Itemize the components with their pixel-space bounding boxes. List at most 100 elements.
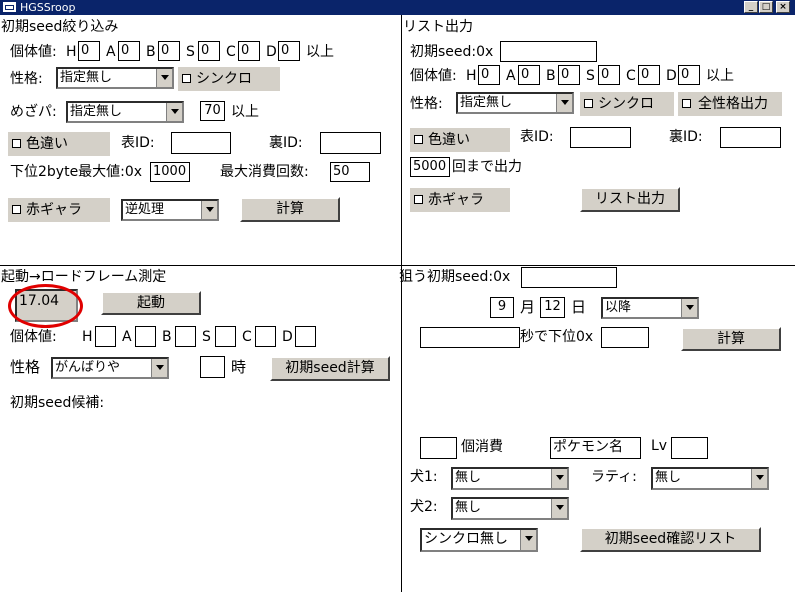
iv-d-input[interactable]: 0 — [278, 41, 300, 61]
seed-filter-title: 初期seed絞り込み — [1, 19, 119, 35]
after-select-value: 以降 — [605, 300, 632, 315]
iv-a-input[interactable]: 0 — [118, 41, 140, 61]
iv-suffix: 以上 — [306, 44, 334, 60]
stat-a-label: A — [106, 44, 116, 60]
synchro-check-box[interactable] — [182, 74, 191, 83]
list-shiny-check-box[interactable] — [414, 135, 423, 144]
seed-input[interactable] — [500, 41, 597, 62]
output-count-label: 回まで出力 — [452, 159, 522, 175]
hour-input[interactable] — [200, 356, 225, 378]
hidden-power-label: めざパ: — [10, 104, 57, 120]
reverse-select[interactable]: 逆処理 — [121, 199, 219, 221]
target-seed-input[interactable] — [521, 267, 617, 288]
consume-input[interactable] — [420, 437, 457, 459]
after-select[interactable]: 以降 — [601, 297, 699, 319]
month-input[interactable]: 9 — [490, 297, 514, 318]
list-red-gyarados-check-box[interactable] — [414, 195, 423, 204]
list-red-gyarados-checkbox[interactable]: 赤ギャラ — [410, 188, 510, 212]
day-input[interactable]: 12 — [540, 297, 565, 318]
list-synchro-checkbox[interactable]: シンクロ — [580, 92, 674, 116]
iv-s-input[interactable]: 0 — [198, 41, 220, 61]
start-button[interactable]: 起動 — [101, 291, 201, 315]
shiny-check-box[interactable] — [12, 139, 21, 148]
chevron-down-icon — [551, 499, 567, 518]
list-secret-id-label: 裏ID: — [669, 129, 703, 145]
red-gyarados-checkbox[interactable]: 赤ギャラ — [8, 198, 110, 222]
measure-stat-h-label: H — [82, 329, 93, 345]
list-red-gyarados-label: 赤ギャラ — [428, 192, 484, 208]
list-iv-d-input[interactable]: 0 — [678, 65, 700, 85]
list-iv-b-input[interactable]: 0 — [558, 65, 580, 85]
hidden-power-select[interactable]: 指定無し — [66, 101, 184, 123]
secret-id-input[interactable] — [320, 132, 381, 154]
measure-iv-c-input[interactable] — [255, 326, 276, 347]
seed-label: 初期seed:0x — [410, 44, 494, 60]
list-stat-d-label: D — [666, 68, 677, 84]
list-output-button[interactable]: リスト出力 — [580, 187, 680, 212]
minimize-button[interactable]: _ — [744, 1, 758, 13]
calc-button[interactable]: 計算 — [240, 197, 340, 222]
list-nature-select[interactable]: 指定無し — [456, 92, 574, 114]
seed-confirm-list-button[interactable]: 初期seed確認リスト — [580, 527, 761, 552]
iv-b-input[interactable]: 0 — [158, 41, 180, 61]
list-secret-id-input[interactable] — [720, 127, 781, 148]
red-gyarados-check-box[interactable] — [12, 205, 21, 214]
list-trainer-id-input[interactable] — [570, 127, 631, 148]
dog2-select[interactable]: 無し — [451, 497, 569, 520]
list-nature-value: 指定無し — [460, 95, 513, 110]
list-shiny-label: 色違い — [428, 132, 470, 148]
list-stat-c-label: C — [626, 68, 636, 84]
close-button[interactable]: × — [776, 1, 790, 13]
chevron-down-icon — [201, 201, 217, 219]
all-nature-checkbox[interactable]: 全性格出力 — [678, 92, 782, 116]
max-consume-label: 最大消費回数: — [220, 164, 309, 180]
measure-iv-a-input[interactable] — [135, 326, 156, 347]
seconds-input[interactable] — [420, 327, 520, 348]
iv-h-input[interactable]: 0 — [78, 41, 100, 61]
dog1-label: 犬1: — [410, 469, 438, 485]
hidden-power-suffix: 以上 — [231, 104, 259, 120]
measure-stat-b-label: B — [162, 329, 172, 345]
low-hex-input[interactable] — [601, 327, 649, 348]
low2byte-input[interactable]: 1000 — [150, 162, 190, 182]
latias-select[interactable]: 無し — [651, 467, 769, 490]
level-label: Lv — [651, 438, 668, 454]
measure-iv-d-input[interactable] — [295, 326, 316, 347]
trainer-id-input[interactable] — [171, 132, 231, 154]
shiny-checkbox[interactable]: 色違い — [8, 132, 110, 156]
list-iv-a-input[interactable]: 0 — [518, 65, 540, 85]
maximize-button[interactable]: □ — [759, 1, 773, 13]
pokemon-name-field[interactable]: ポケモン名 — [550, 437, 641, 459]
iv-c-input[interactable]: 0 — [238, 41, 260, 61]
all-nature-check-box[interactable] — [682, 99, 691, 108]
list-iv-s-input[interactable]: 0 — [598, 65, 620, 85]
measure-nature-label: 性格 — [10, 358, 41, 376]
stat-c-label: C — [226, 44, 236, 60]
hidden-power-input[interactable]: 70 — [200, 101, 225, 121]
seed-calc-button[interactable]: 初期seed計算 — [270, 356, 390, 381]
measure-nature-value: がんばりや — [55, 360, 121, 375]
target-seed-label: 狙う初期seed:0x — [399, 269, 511, 285]
list-shiny-checkbox[interactable]: 色違い — [410, 128, 510, 152]
output-count-input[interactable]: 5000 — [410, 157, 450, 177]
synchro-checkbox[interactable]: シンクロ — [178, 67, 280, 91]
list-synchro-check-box[interactable] — [584, 99, 593, 108]
synchro-select[interactable]: シンクロ無し — [420, 528, 538, 552]
nature-select[interactable]: 指定無し — [56, 67, 174, 89]
measure-iv-h-input[interactable] — [95, 326, 116, 347]
chevron-down-icon — [551, 469, 567, 488]
dog1-select[interactable]: 無し — [451, 467, 569, 490]
max-consume-input[interactable]: 50 — [330, 162, 370, 182]
chevron-down-icon — [156, 69, 172, 87]
measure-iv-b-input[interactable] — [175, 326, 196, 347]
stat-b-label: B — [146, 44, 156, 60]
list-iv-h-input[interactable]: 0 — [478, 65, 500, 85]
level-input[interactable] — [671, 437, 708, 459]
list-iv-c-input[interactable]: 0 — [638, 65, 660, 85]
target-calc-button[interactable]: 計算 — [681, 327, 781, 351]
seed-candidates-label: 初期seed候補: — [10, 395, 105, 411]
month-label: 月 — [520, 298, 536, 316]
measure-nature-select[interactable]: がんばりや — [51, 357, 169, 379]
measure-iv-s-input[interactable] — [215, 326, 236, 347]
list-stat-h-label: H — [466, 68, 477, 84]
